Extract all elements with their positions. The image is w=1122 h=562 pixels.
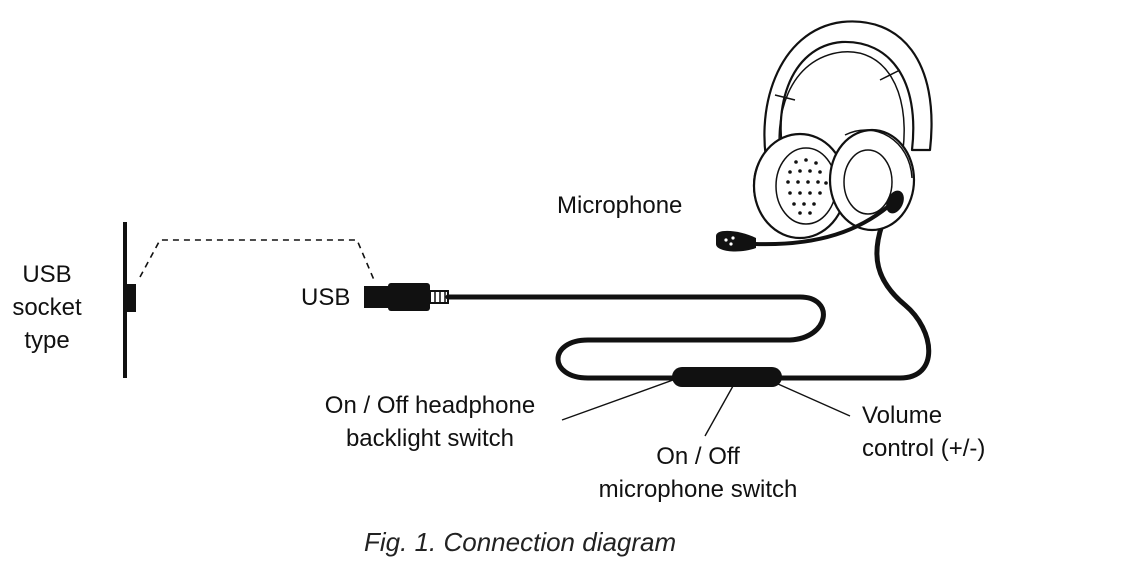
backlight-switch-line-2: backlight switch	[345, 425, 515, 452]
headset-cable	[445, 222, 932, 381]
figure-caption: Fig. 1. Connection diagram	[364, 527, 677, 557]
mic-switch-line-1: On / Off	[656, 443, 740, 470]
usb-socket-type-line-2: socket	[12, 294, 82, 321]
headphones-icon	[752, 20, 933, 240]
socket-plug-dashed-link	[139, 239, 375, 281]
backlight-switch-label: On / Off headphone backlight switch	[302, 389, 558, 455]
leader-lines	[561, 379, 851, 437]
microphone-boom	[716, 190, 904, 252]
microphone-label: Microphone	[557, 192, 683, 219]
usb-socket-type-line-3: type	[24, 327, 70, 354]
usb-label: USB	[301, 284, 351, 311]
mic-switch-label: On / Off microphone switch	[570, 440, 826, 506]
usb-socket	[123, 222, 136, 378]
usb-socket-type-label: USB socket type	[4, 258, 90, 357]
mic-switch-line-2: microphone switch	[598, 476, 798, 503]
volume-control-line-2: control (+/-)	[862, 435, 986, 462]
usb-plug	[364, 283, 449, 311]
inline-remote	[672, 367, 782, 387]
volume-control-label: Volume control (+/-)	[862, 399, 985, 465]
volume-control-line-1: Volume	[862, 402, 943, 429]
usb-socket-type-line-1: USB	[22, 261, 72, 288]
backlight-switch-line-1: On / Off headphone	[324, 392, 536, 419]
